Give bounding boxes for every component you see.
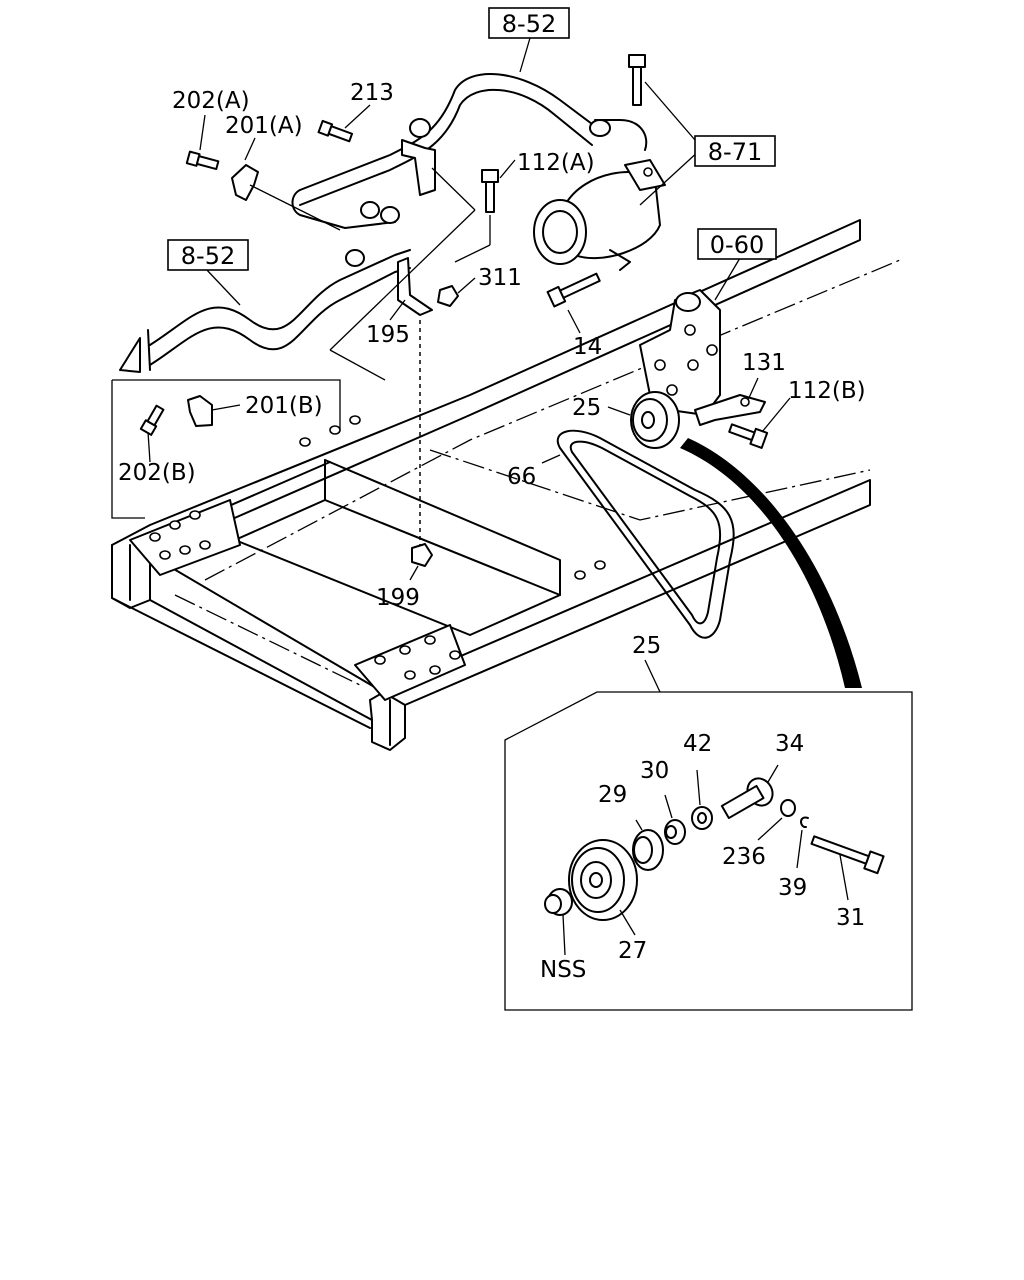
idler-pulley [630, 391, 680, 449]
ref-8-52-top: 8-52 [488, 7, 570, 39]
svg-text:8-52: 8-52 [181, 242, 235, 270]
label-112a: 112(A) [517, 150, 595, 176]
label-66: 66 [507, 464, 536, 490]
label-199: 199 [376, 585, 420, 611]
part-labels: 202(A) 201(A) 213 112(A) 311 195 14 201(… [118, 80, 866, 983]
label-202a: 202(A) [172, 88, 250, 114]
chassis-frame [111, 219, 901, 751]
label-nss: NSS [540, 957, 586, 983]
svg-text:8-52: 8-52 [502, 10, 556, 38]
inset-box [111, 379, 341, 519]
label-29: 29 [598, 782, 627, 808]
detail-arrow-icon [680, 438, 862, 688]
label-112b: 112(B) [788, 378, 866, 404]
ref-8-52-left: 8-52 [167, 239, 249, 271]
label-27: 27 [618, 938, 647, 964]
ref-8-71: 8-71 [694, 135, 776, 167]
drive-belt [556, 429, 735, 639]
assembly-lines [249, 167, 491, 545]
label-202b: 202(B) [118, 460, 196, 486]
fasteners [139, 54, 769, 567]
svg-text:8-71: 8-71 [708, 138, 762, 166]
label-201a: 201(A) [225, 113, 303, 139]
label-25-detail: 25 [632, 633, 661, 659]
label-34: 34 [775, 731, 804, 757]
label-201b: 201(B) [245, 393, 323, 419]
label-42: 42 [683, 731, 712, 757]
detail-box [504, 659, 913, 1011]
label-195: 195 [366, 322, 410, 348]
frame-holes [149, 415, 606, 680]
label-30: 30 [640, 758, 669, 784]
svg-text:0-60: 0-60 [710, 231, 764, 259]
label-213: 213 [350, 80, 394, 106]
leader-lines [147, 37, 791, 581]
ref-0-60: 0-60 [697, 228, 777, 260]
label-31: 31 [836, 905, 865, 931]
label-236: 236 [722, 844, 766, 870]
ac-compressor [533, 159, 666, 271]
label-311: 311 [478, 265, 522, 291]
label-39: 39 [778, 875, 807, 901]
label-25: 25 [572, 395, 601, 421]
mounting-bracket [639, 289, 766, 426]
label-131: 131 [742, 350, 786, 376]
label-14: 14 [573, 334, 602, 360]
